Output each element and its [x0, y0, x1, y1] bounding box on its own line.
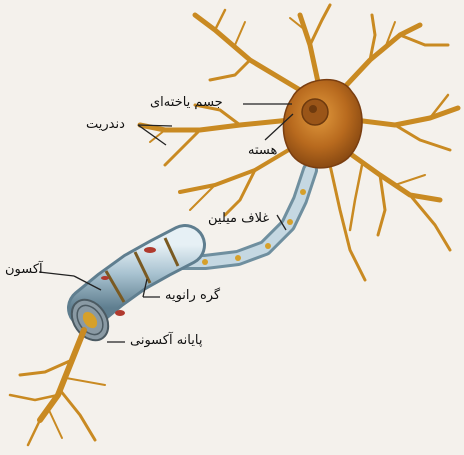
dendrite-label: دندریت — [86, 117, 125, 133]
axon-terminals — [10, 330, 105, 445]
myelin-sheath-label: غلاف میلین — [208, 211, 269, 227]
node-of-ranvier-label: گره رانویه — [165, 288, 220, 304]
myelin-sheath-segments — [88, 238, 185, 316]
axon-terminal-label: پایانه آکسونی — [130, 333, 202, 349]
axon-label: آکسون — [5, 262, 43, 278]
nucleus-label: هسته — [248, 143, 277, 159]
cell-body — [283, 80, 362, 168]
cell-body-label: جسم یاخته‌ای — [150, 95, 223, 111]
